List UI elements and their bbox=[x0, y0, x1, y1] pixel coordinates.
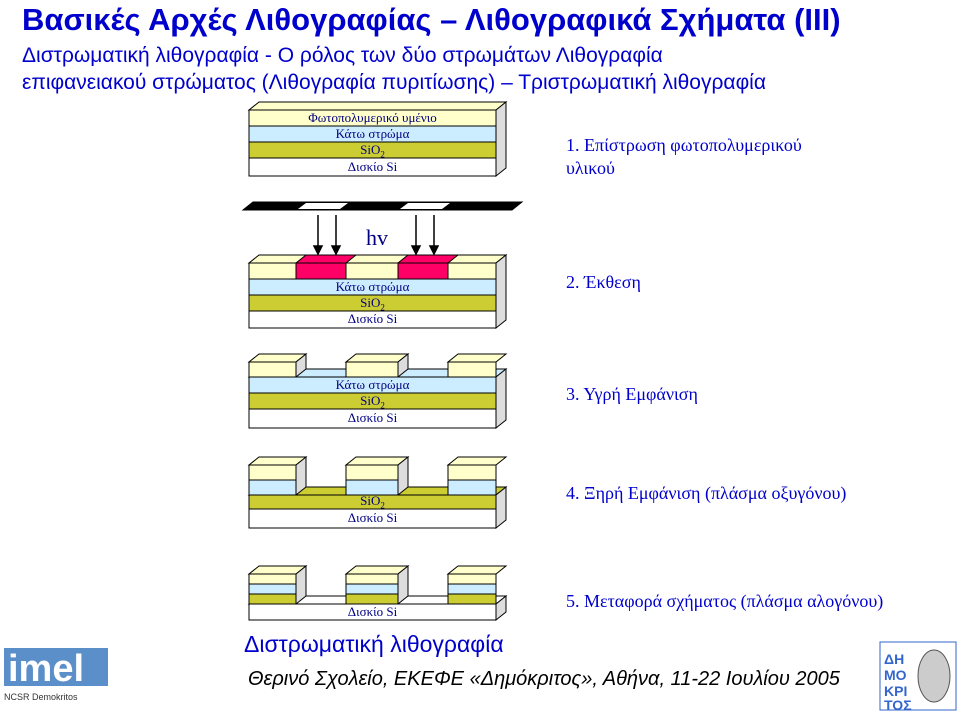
hv-label: hv bbox=[366, 225, 388, 250]
label-sio2: SiO2 bbox=[360, 142, 385, 160]
stack-2 bbox=[247, 253, 508, 330]
exposed-region bbox=[295, 262, 347, 280]
svg-text:ΤΟΣ: ΤΟΣ bbox=[884, 697, 912, 713]
label-under-layer: Κάτω στρώμα bbox=[335, 377, 410, 392]
exposed-region bbox=[397, 262, 449, 280]
label-under-layer: Κάτω στρώμα bbox=[335, 279, 410, 294]
label-si-wafer: Δισκίο Si bbox=[347, 510, 398, 525]
step-2: 2. Έκθεση bbox=[566, 272, 641, 292]
si-wafer-layer bbox=[248, 157, 497, 177]
stack-1 bbox=[247, 100, 508, 178]
subtitle-line-2: επιφανειακού στρώματος (Λιθογραφία πυριτ… bbox=[22, 71, 766, 94]
photomask bbox=[241, 201, 524, 211]
label-si-wafer: Δισκίο Si bbox=[347, 159, 398, 174]
label-under-layer: Κάτω στρώμα bbox=[335, 126, 410, 141]
stack-3 bbox=[247, 352, 508, 430]
svg-text:imel: imel bbox=[8, 648, 84, 690]
label-si-wafer: Δισκίο Si bbox=[347, 604, 398, 619]
step-1-line-2: υλικού bbox=[566, 158, 615, 178]
label-sio2: SiO2 bbox=[360, 393, 385, 411]
stack-5 bbox=[247, 564, 508, 622]
footer-text: Θερινό Σχολείο, ΕΚΕΦΕ «Δημόκριτος», Αθήν… bbox=[248, 668, 840, 690]
svg-text:ΜΟ: ΜΟ bbox=[884, 667, 907, 683]
step-3: 3. Υγρή Εμφάνιση bbox=[566, 384, 698, 404]
step-1-line-1: 1. Επίστρωση φωτοπολυμερικού bbox=[566, 135, 802, 155]
footer-heading: Διστρωματική λιθογραφία bbox=[244, 631, 504, 657]
demokritos-logo: ΔΗ ΜΟ ΚΡΙ ΤΟΣ bbox=[879, 641, 957, 713]
light-arrows bbox=[312, 215, 440, 256]
svg-text:ΔΗ: ΔΗ bbox=[884, 651, 904, 667]
label-si-wafer: Δισκίο Si bbox=[347, 311, 398, 326]
subtitle-line-1: Διστρωματική λιθογραφία - Ο ρόλος των δύ… bbox=[22, 44, 663, 67]
imel-logo: imel NCSR Demokritos bbox=[4, 648, 108, 702]
step-5: 5. Μεταφορά σχήματος (πλάσμα αλογόνου) bbox=[566, 591, 884, 611]
label-photoresist: Φωτοπολυμερικό υμένιο bbox=[308, 110, 437, 125]
label-si-wafer: Δισκίο Si bbox=[347, 410, 398, 425]
page-title: Βασικές Αρχές Λιθογραφίας – Λιθογραφικά … bbox=[22, 2, 841, 37]
label-sio2: SiO2 bbox=[360, 295, 385, 313]
svg-text:ΚΡΙ: ΚΡΙ bbox=[884, 683, 907, 699]
step-4: 4. Ξηρή Εμφάνιση (πλάσμα οξυγόνου) bbox=[566, 483, 847, 503]
label-sio2: SiO2 bbox=[360, 493, 385, 511]
stack-4 bbox=[247, 455, 508, 530]
svg-text:NCSR Demokritos: NCSR Demokritos bbox=[4, 692, 78, 702]
